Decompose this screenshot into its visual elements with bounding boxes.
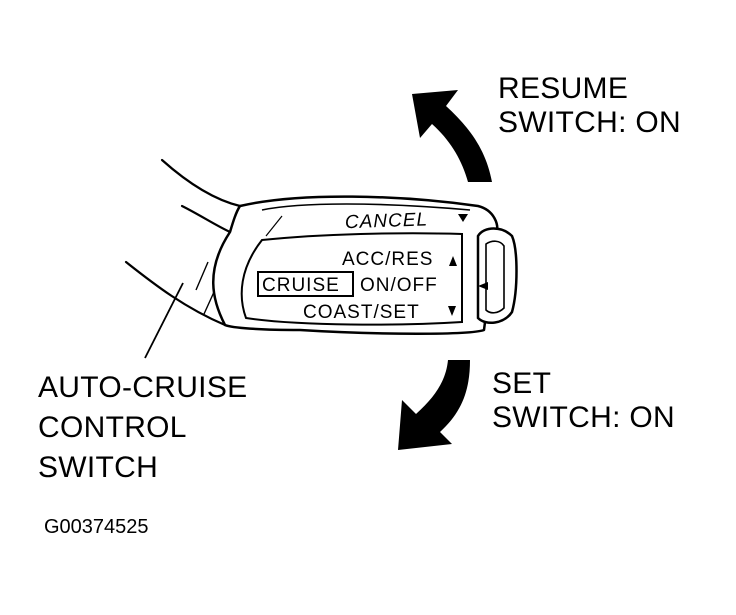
auto-cruise-switch-label: AUTO-CRUISE CONTROL SWITCH — [38, 368, 247, 488]
set-label-line-1: SET — [492, 367, 552, 400]
indicator-arrow-icon — [478, 282, 488, 290]
resume-label-line-2: SWITCH: ON — [498, 106, 681, 139]
set-arrow-icon — [398, 360, 470, 450]
coast-set-label: COAST/SET — [303, 302, 420, 323]
leader-line — [144, 282, 184, 359]
figure-id: G00374525 — [44, 516, 149, 538]
auto-label-line-3: SWITCH — [38, 451, 159, 484]
set-switch-label: SET SWITCH: ON — [492, 367, 675, 435]
set-label-line-2: SWITCH: ON — [492, 401, 675, 434]
rotary-end-cap — [476, 227, 518, 325]
switch-body — [195, 195, 499, 335]
on-off-label: ON/OFF — [360, 275, 438, 296]
cancel-label: CANCEL — [345, 209, 429, 233]
auto-label-line-1: AUTO-CRUISE — [38, 371, 248, 404]
resume-arrow-icon — [412, 90, 492, 182]
cruise-label: CRUISE — [262, 275, 340, 296]
down-arrow-icon — [448, 306, 456, 316]
acc-res-label: ACC/RES — [342, 249, 433, 270]
up-arrow-icon — [449, 256, 457, 266]
cancel-arrow-icon — [458, 214, 468, 222]
resume-label-line-1: RESUME — [498, 72, 629, 105]
stalk-arm — [124, 158, 242, 327]
cruise-box — [257, 271, 354, 297]
auto-label-line-2: CONTROL — [38, 411, 187, 444]
resume-switch-label: RESUME SWITCH: ON — [498, 72, 681, 140]
